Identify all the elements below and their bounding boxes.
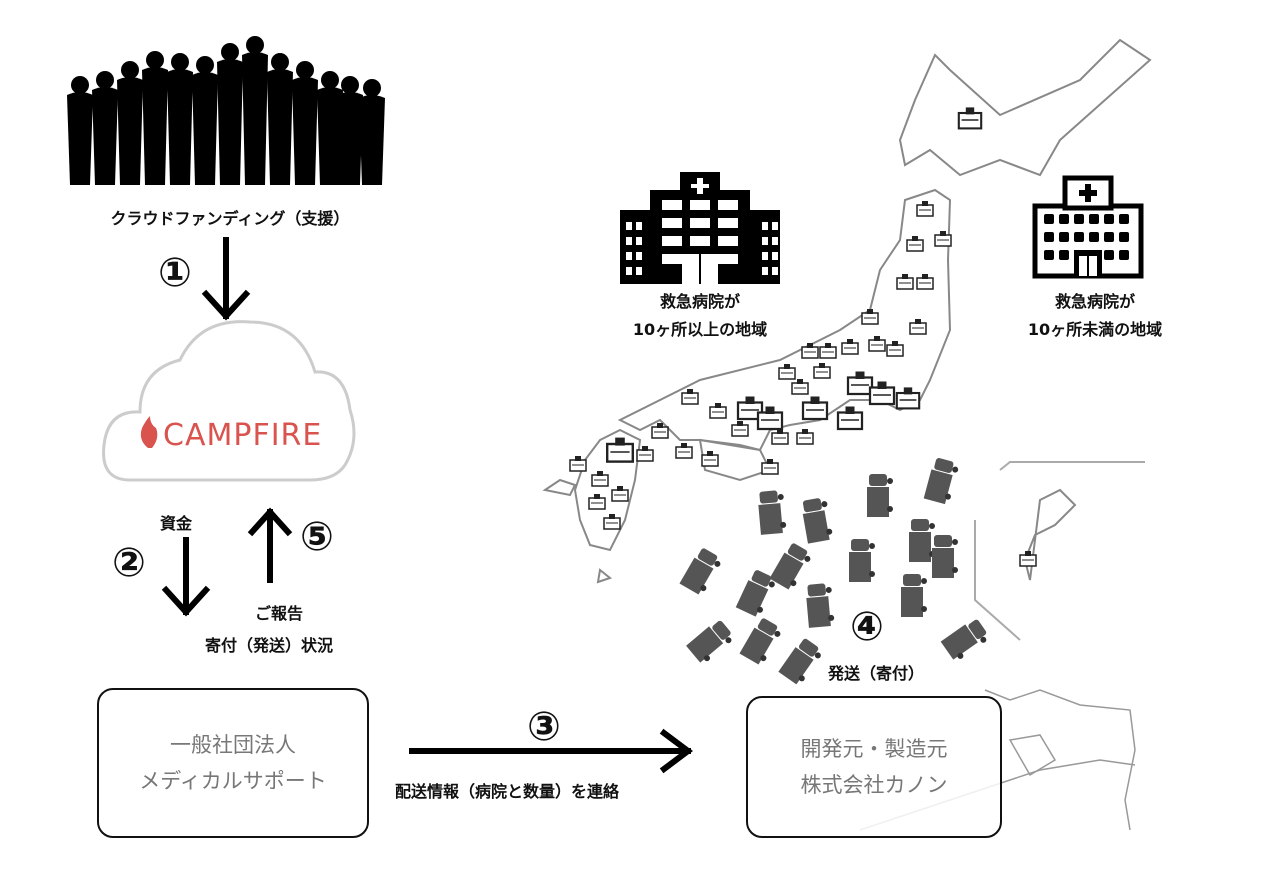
crowd-silhouette-icon — [67, 36, 385, 185]
map-hospital-icon — [813, 363, 831, 379]
legend-many-hospitals: 救急病院が 10ヶ所以上の地域 — [620, 288, 780, 344]
maker-name: 株式会社カノン — [800, 773, 948, 797]
report-label: ご報告 — [255, 604, 304, 623]
step-5-number: ⑤ — [300, 514, 334, 560]
truck-fleet — [679, 458, 987, 685]
map-hospital-icon — [909, 319, 927, 335]
map-hospital-icon — [736, 396, 764, 421]
map-hospital-icon — [906, 236, 924, 252]
maker-role: 開発元・製造元 — [800, 737, 948, 761]
map-hospital-icon — [841, 339, 859, 355]
org-type: 一般社団法人 — [170, 733, 296, 757]
step-3-number: ③ — [527, 704, 561, 750]
legend-many-line2: 10ヶ所以上の地域 — [632, 320, 768, 339]
truck-icon — [686, 620, 732, 663]
truck-icon — [769, 543, 811, 590]
map-hospital-icon — [801, 396, 829, 421]
flame-icon — [140, 416, 158, 448]
truck-icon — [901, 574, 927, 617]
map-hospital-icon — [709, 403, 727, 419]
map-hospital-icon — [731, 421, 749, 437]
truck-icon — [679, 548, 721, 595]
map-hospital-icon — [819, 343, 837, 359]
truck-icon — [932, 535, 958, 578]
map-hospital-icon — [588, 494, 606, 510]
map-hospital-icon — [796, 429, 814, 445]
arrow-up-5 — [247, 507, 293, 583]
step-2-number: ② — [112, 540, 146, 586]
hospital-large-icon — [620, 172, 780, 284]
medical-support-box: 一般社団法人 メディカルサポート — [97, 688, 369, 838]
canon-box: 開発元・製造元 株式会社カノン — [746, 696, 1002, 838]
map-hospital-icon — [603, 514, 621, 530]
arrow-right-3 — [409, 728, 693, 774]
map-hospital-icon — [791, 379, 809, 395]
arrow-down-1 — [201, 237, 251, 321]
map-hospital-icon — [636, 446, 654, 462]
truck-icon — [735, 570, 775, 617]
truck-icon — [923, 458, 959, 505]
legend-few-hospitals: 救急病院が 10ヶ所未満の地域 — [1015, 288, 1175, 344]
truck-icon — [909, 519, 935, 562]
crowdfunding-label: クラウドファンディング（支援） — [110, 209, 350, 228]
map-hospital-icon — [868, 336, 886, 352]
map-hospital-icon — [1019, 551, 1037, 567]
ship-label: 発送（寄付） — [828, 664, 925, 683]
map-hospital-icon — [896, 274, 914, 290]
truck-icon — [758, 490, 787, 535]
map-hospital-icon — [701, 451, 719, 467]
truck-icon — [849, 539, 875, 582]
contact-label: 配送情報（病院と数量）を連絡 — [395, 782, 620, 801]
map-hospital-icon — [846, 371, 874, 396]
map-hospital-icon — [651, 423, 669, 439]
map-hospital-icon — [756, 406, 784, 431]
arrow-down-2 — [161, 537, 211, 617]
legend-many-line1: 救急病院が — [659, 292, 740, 311]
cloud-shape — [102, 320, 356, 482]
legend-few-line2: 10ヶ所未満の地域 — [1027, 320, 1163, 339]
map-hospital-icon — [801, 343, 819, 359]
report-status-label: 寄付（発送）状況 — [205, 636, 334, 655]
map-hospital-icon — [886, 341, 904, 357]
map-hospital-icon — [916, 201, 934, 217]
map-hospital-icon — [916, 274, 934, 290]
map-hospital-icon — [957, 107, 983, 130]
map-hospital-icon — [861, 309, 879, 325]
funds-label: 資金 — [160, 514, 193, 533]
map-hospital-icon — [681, 389, 699, 405]
step-1-number: ① — [158, 250, 192, 296]
map-hospital-icon — [761, 459, 779, 475]
truck-icon — [940, 619, 987, 660]
map-hospital-icon — [771, 429, 789, 445]
map-hospital-icon — [778, 364, 796, 380]
legend-few-line1: 救急病院が — [1054, 292, 1135, 311]
truck-icon — [778, 638, 821, 685]
truck-icon — [802, 498, 833, 544]
map-hospital-icon — [591, 471, 609, 487]
map-hospital-icon — [675, 443, 693, 459]
map-hospital-icon — [934, 231, 952, 247]
hospital-small-icon — [1032, 175, 1144, 279]
map-hospital-icon — [605, 437, 635, 463]
step-4-number: ④ — [850, 604, 884, 650]
map-hospital-icon — [868, 381, 896, 406]
campfire-logo[interactable]: CAMPFIRE — [163, 418, 323, 453]
map-hospital-icon — [611, 486, 629, 502]
japan-map — [542, 38, 1152, 641]
map-hospital-icon — [836, 406, 864, 431]
map-hospital-icon — [895, 387, 921, 410]
map-hospital-markers — [569, 107, 1037, 567]
org-name: メディカルサポート — [139, 769, 327, 793]
truck-icon — [867, 474, 893, 517]
truck-icon — [739, 618, 781, 665]
truck-icon — [806, 583, 835, 628]
map-hospital-icon — [569, 456, 587, 472]
